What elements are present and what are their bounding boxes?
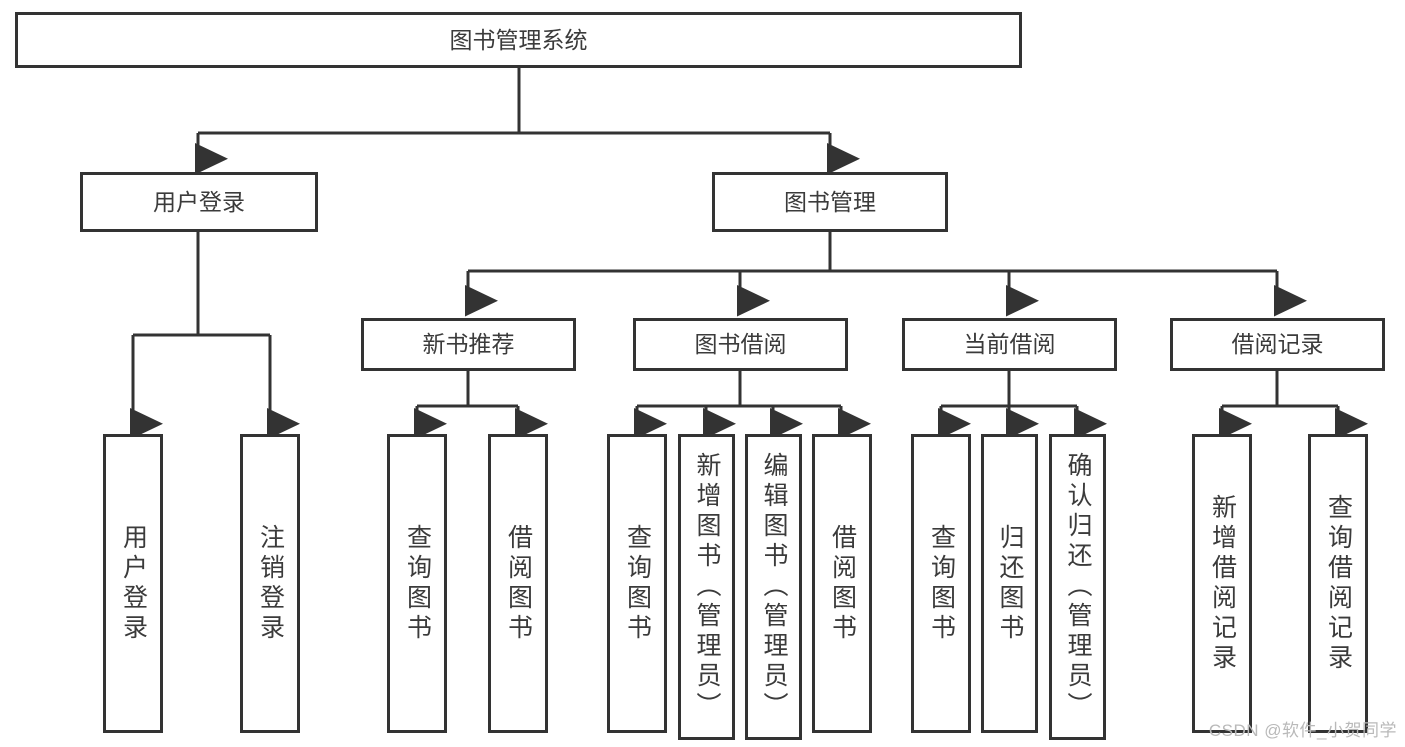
node-leaf-logout[interactable]: 注销登录	[240, 434, 300, 733]
node-leaf-query-book-recommend[interactable]: 查询图书	[387, 434, 447, 733]
node-label: 新增图书（管理员）	[693, 452, 721, 722]
node-label: 查询图书	[927, 523, 956, 644]
node-user-login[interactable]: 用户登录	[80, 172, 318, 232]
node-book-borrow[interactable]: 图书借阅	[633, 318, 848, 371]
node-label: 借阅图书	[828, 523, 857, 644]
node-label: 借阅图书	[504, 523, 533, 644]
node-label: 新增借阅记录	[1208, 493, 1237, 674]
node-label: 新书推荐	[422, 331, 515, 358]
node-leaf-borrow-book[interactable]: 借阅图书	[812, 434, 872, 733]
node-label: 用户登录	[119, 523, 148, 644]
node-new-book-recommend[interactable]: 新书推荐	[361, 318, 576, 371]
node-leaf-add-borrow-record[interactable]: 新增借阅记录	[1192, 434, 1252, 733]
node-current-borrow[interactable]: 当前借阅	[902, 318, 1117, 371]
csdn-watermark: CSDN @软件_小贺同学	[1208, 721, 1397, 740]
node-borrow-record[interactable]: 借阅记录	[1170, 318, 1385, 371]
node-leaf-confirm-return-admin[interactable]: 确认归还（管理员）	[1049, 434, 1106, 740]
node-label: 确认归还（管理员）	[1064, 452, 1092, 722]
node-leaf-user-login[interactable]: 用户登录	[103, 434, 163, 733]
node-book-management[interactable]: 图书管理	[712, 172, 948, 232]
node-root-book-management-system[interactable]: 图书管理系统	[15, 12, 1022, 68]
node-leaf-query-book-borrow[interactable]: 查询图书	[607, 434, 667, 733]
node-label: 查询借阅记录	[1324, 493, 1353, 674]
node-label: 归还图书	[996, 523, 1024, 644]
node-label: 编辑图书（管理员）	[760, 452, 788, 722]
node-label: 查询图书	[623, 523, 652, 644]
node-leaf-query-borrow-record[interactable]: 查询借阅记录	[1308, 434, 1368, 733]
node-label: 注销登录	[256, 523, 285, 644]
node-label: 查询图书	[403, 523, 432, 644]
node-label: 图书管理	[784, 188, 876, 215]
node-label: 借阅记录	[1231, 331, 1324, 358]
node-label: 用户登录	[153, 188, 245, 215]
node-leaf-query-book-current[interactable]: 查询图书	[911, 434, 971, 733]
node-leaf-add-book-admin[interactable]: 新增图书（管理员）	[678, 434, 735, 740]
node-label: 图书借阅	[694, 331, 787, 358]
node-leaf-return-book[interactable]: 归还图书	[981, 434, 1038, 733]
node-leaf-edit-book-admin[interactable]: 编辑图书（管理员）	[745, 434, 802, 740]
node-label: 当前借阅	[963, 331, 1056, 358]
node-label: 图书管理系统	[449, 26, 588, 53]
node-leaf-borrow-book-recommend[interactable]: 借阅图书	[488, 434, 548, 733]
